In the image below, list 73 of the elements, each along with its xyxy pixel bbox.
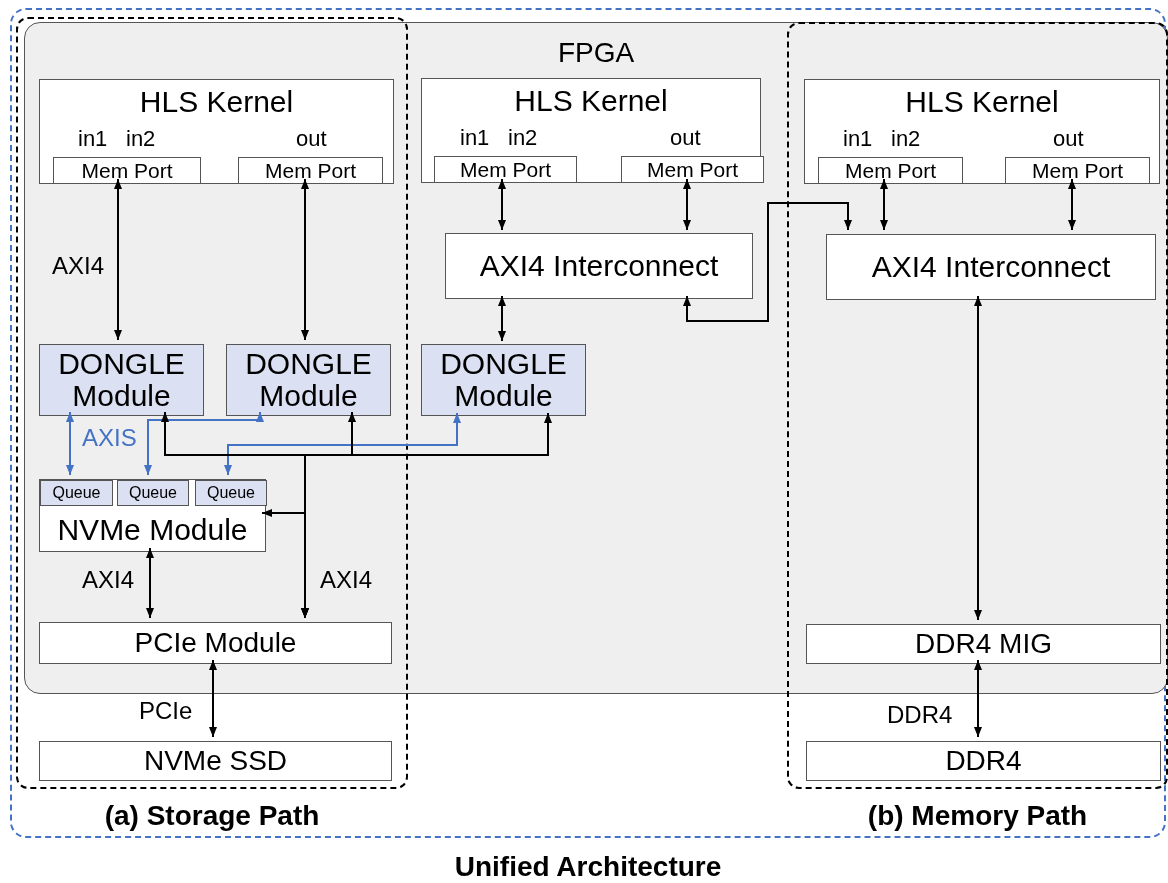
box-label: DONGLE Module (439, 348, 568, 412)
box-label: AXI4 Interconnect (871, 252, 1111, 282)
box-label: AXI4 Interconnect (479, 251, 719, 281)
kernel-title: HLS Kernel (138, 84, 295, 120)
interconnect-box (445, 233, 753, 299)
arrow (974, 295, 982, 621)
arrow (1068, 178, 1076, 231)
arrow (261, 509, 309, 619)
port-label: Mem Port (460, 159, 551, 180)
frame-title: (a) Storage Path (103, 799, 321, 833)
port-name: in2 (891, 126, 921, 152)
port-name: in1 (460, 125, 490, 151)
arrow (498, 178, 506, 231)
memory-port (621, 156, 764, 183)
arrow (880, 178, 888, 231)
port-label: Mem Port (1032, 160, 1123, 181)
module-box (39, 344, 204, 416)
module-box (39, 479, 266, 552)
port-name: in2 (126, 126, 156, 152)
memory-box (806, 741, 1161, 781)
arrow (683, 178, 691, 231)
arrow (114, 178, 122, 341)
box-label: Queue (206, 485, 255, 501)
arrow (66, 411, 74, 476)
arrow (146, 547, 154, 619)
memory-port (434, 156, 577, 183)
box-label: PCIe Module (134, 629, 297, 657)
box-label: DONGLE Module (57, 348, 186, 412)
arrow (144, 411, 264, 476)
controller-box (806, 624, 1161, 664)
kernel-title: HLS Kernel (904, 84, 1060, 120)
box-label: DDR4 (945, 747, 1022, 775)
memory-port (53, 157, 201, 184)
box-label: NVMe Module (56, 513, 249, 547)
kernel-box (39, 79, 394, 184)
memory-port (238, 157, 383, 184)
device-box (39, 741, 392, 781)
port-name: in1 (78, 126, 108, 152)
port-name: in1 (843, 126, 873, 152)
kernel-box (804, 79, 1160, 184)
arrow (974, 659, 982, 738)
arrow (224, 412, 461, 476)
module-box (226, 344, 391, 416)
arrow (498, 295, 506, 342)
memory-port (818, 157, 963, 184)
arrow (301, 178, 309, 341)
box-label: Queue (52, 485, 101, 501)
port-name: out (1053, 126, 1084, 152)
box-label: DDR4 MIG (915, 630, 1052, 658)
port-name: out (670, 125, 701, 151)
queue-box (40, 480, 113, 506)
frame-title: (b) Memory Path (866, 799, 1089, 833)
interconnect-box (826, 234, 1156, 300)
kernel-box (421, 78, 761, 183)
memory-port (1005, 157, 1150, 184)
port-label: Mem Port (845, 160, 936, 181)
module-box (39, 622, 392, 664)
region-title: FPGA (556, 37, 636, 69)
box-label: Queue (128, 485, 177, 501)
port-label: Mem Port (647, 159, 738, 180)
queue-box (195, 480, 267, 506)
frame-title: Unified Architecture (453, 850, 723, 883)
queue-box (117, 480, 189, 506)
module-box (421, 344, 586, 416)
port-label: Mem Port (81, 160, 173, 181)
port-name: in2 (508, 125, 538, 151)
arrow (683, 202, 852, 322)
port-label: Mem Port (265, 160, 356, 181)
box-label: DONGLE Module (244, 348, 373, 412)
port-name: out (296, 126, 327, 152)
arrow (209, 659, 217, 738)
box-label: NVMe SSD (143, 747, 288, 775)
kernel-title: HLS Kernel (513, 83, 669, 119)
